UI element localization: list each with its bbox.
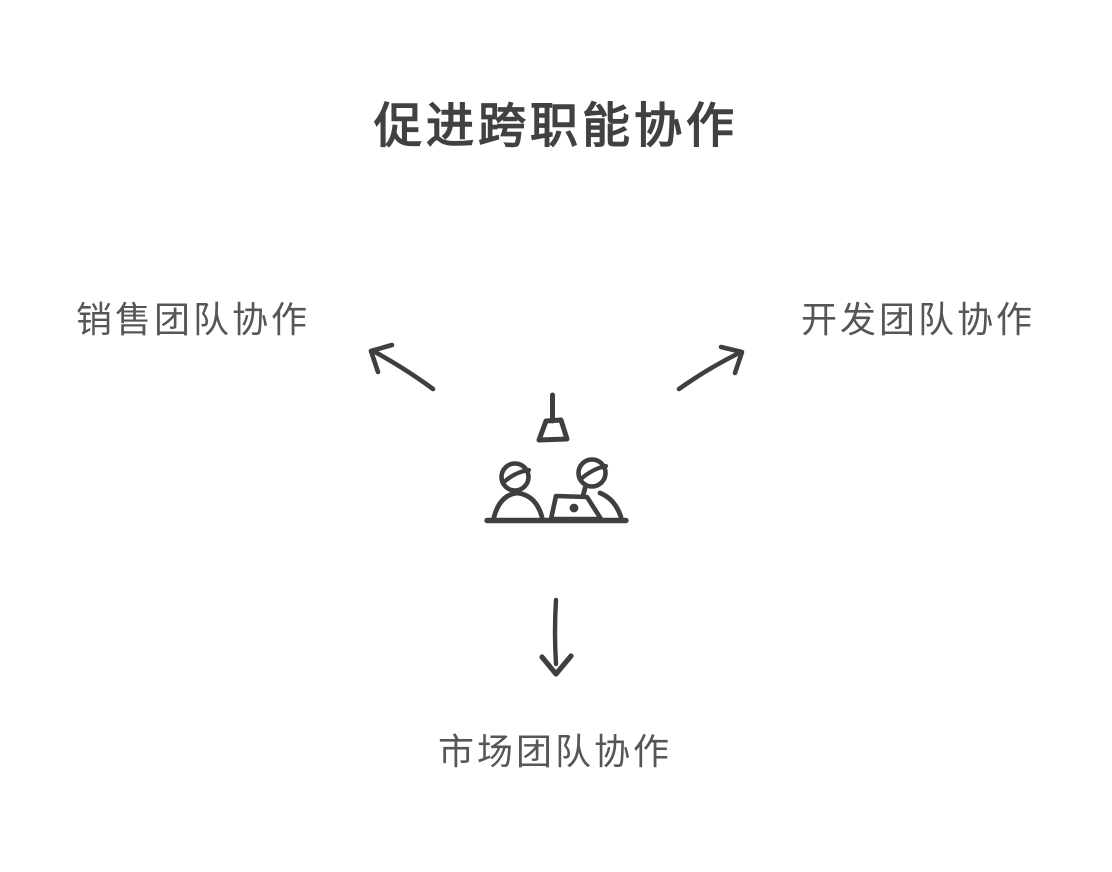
laptop-logo-dot-icon — [569, 503, 579, 513]
collaboration-icon — [484, 392, 629, 524]
arrow-upper-left-icon — [368, 342, 436, 392]
arrow-down-icon — [539, 597, 574, 677]
arrow-upper-right-head — [718, 344, 745, 376]
arrow-down-shaft — [552, 597, 559, 667]
diagram-title: 促进跨职能协作 — [373, 100, 738, 153]
arrow-upper-left-shaft — [372, 349, 436, 392]
person-left-body-icon — [491, 490, 545, 520]
person-left-cap-icon — [501, 467, 532, 485]
arrow-down-head — [539, 653, 574, 677]
person-right-head-icon — [576, 457, 608, 489]
node-label-development-team: 开发团队协作 — [801, 300, 1036, 340]
arrow-upper-left-head — [368, 342, 395, 375]
node-label-marketing-team: 市场团队协作 — [438, 732, 673, 772]
lamp-shade-icon — [536, 417, 570, 443]
person-right-cap-icon — [578, 463, 609, 482]
arrow-upper-right-icon — [676, 344, 745, 392]
arrow-upper-right-shaft — [676, 350, 742, 392]
node-label-sales-team: 销售团队协作 — [76, 300, 311, 340]
person-left-head-icon — [499, 461, 531, 493]
